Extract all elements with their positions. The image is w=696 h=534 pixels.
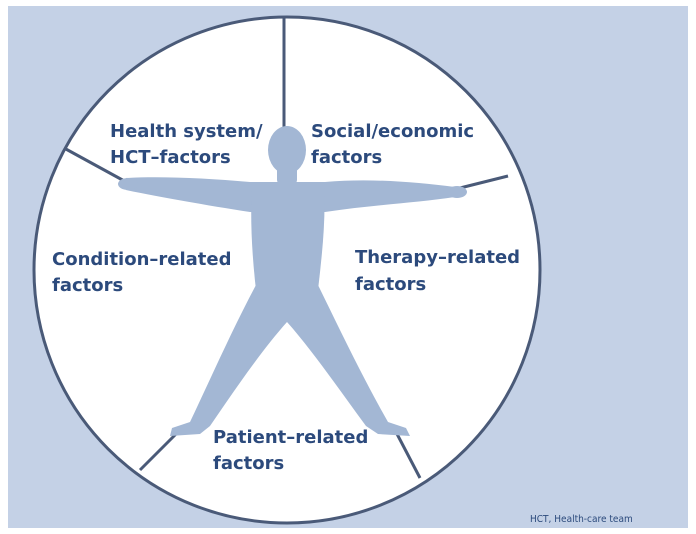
segment-label-line1: Therapy–related <box>355 247 520 268</box>
segment-patient-related: Patient–related factors <box>213 427 368 474</box>
segment-label-line1: Health system/ <box>110 121 263 142</box>
segment-condition-related: Condition–related factors <box>52 249 232 296</box>
figure-neck <box>277 166 297 184</box>
segment-label-line2: factors <box>311 147 382 168</box>
segment-label-line1: Condition–related <box>52 249 232 270</box>
segment-therapy-related: Therapy–related factors <box>355 247 520 295</box>
figure-right-hand <box>447 186 467 198</box>
figure-torso <box>251 184 325 290</box>
divider-bottom-right <box>394 431 422 479</box>
figure-left-hand <box>118 178 138 190</box>
segment-label-line1: Patient–related <box>213 427 368 448</box>
segment-label-line1: Social/economic <box>311 121 474 142</box>
abbreviation-footnote: HCT, Health-care team <box>530 514 633 525</box>
divider-bottom-left <box>138 430 180 472</box>
segment-label-line2: HCT–factors <box>110 147 231 168</box>
human-figure <box>118 126 467 436</box>
divider-left <box>63 146 129 185</box>
segment-health-system: Health system/ HCT–factors <box>110 121 263 168</box>
segment-label-line2: factors <box>213 453 284 474</box>
segment-social-economic: Social/economic factors <box>311 121 474 168</box>
segment-label-line2: factors <box>52 275 123 296</box>
figure-head <box>268 126 306 174</box>
figure-legs <box>170 285 410 436</box>
segment-label-line2: factors <box>355 274 426 295</box>
